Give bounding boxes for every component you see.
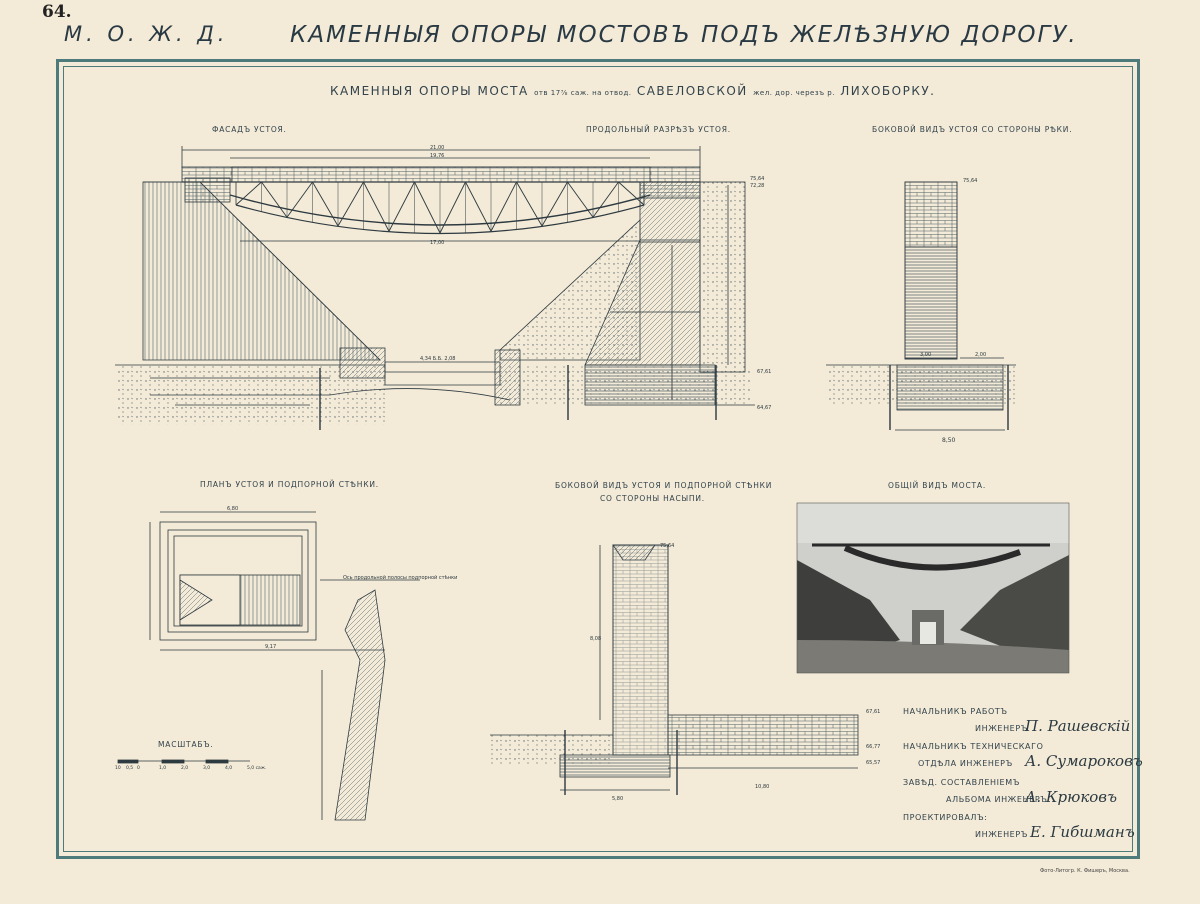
scale-tick-labels: 10 0,5 0 1,0 2,0 3,0 4,0 5,0 саж. xyxy=(115,765,266,771)
page-number: 64. xyxy=(42,2,72,22)
side-view-embankment xyxy=(490,544,859,795)
truss-diagonal xyxy=(541,181,568,227)
scale-tick-label: 4,0 xyxy=(225,765,232,771)
dim-span-arch: 17,00 xyxy=(430,240,444,246)
elev-d: 64,67 xyxy=(757,405,771,411)
scale-tick-label: 10 xyxy=(115,765,121,771)
truss-diagonal xyxy=(490,181,517,232)
truss-diagonal xyxy=(516,181,543,227)
truss-diagonal xyxy=(618,181,645,206)
scale-tick-label: 0 xyxy=(137,765,140,771)
emb-dim-length: 10,80 xyxy=(755,784,769,790)
truss-diagonal xyxy=(312,181,339,227)
emb-dim-height: 8,08 xyxy=(590,636,601,642)
subtitle-part-c: САВЕЛОВСКОЙ xyxy=(636,84,748,98)
facade-and-section-view xyxy=(115,146,755,430)
emb-elev-a: 67,61 xyxy=(866,709,880,715)
sig4-role1: ПРОЕКТИРОВАЛЪ: xyxy=(903,813,988,822)
caption-side-embankment-1: БОКОВОЙ ВИДЪ УСТОЯ И ПОДПОРНОЙ СТѢНКИ xyxy=(555,481,773,490)
subtitle-part-b: отв 17⅞ саж. на отвод. xyxy=(534,89,632,97)
side-dim-base: 8,50 xyxy=(942,437,956,444)
sheet-frame-inner xyxy=(63,66,1133,852)
truss-diagonal xyxy=(439,181,466,234)
caption-side-embankment-2: СО СТОРОНЫ НАСЫПИ. xyxy=(600,494,705,503)
printer-imprint: Фото-Литогр. К. Фишеръ, Москва. xyxy=(1040,868,1130,874)
railway-abbreviation: М. О. Ж. Д. xyxy=(64,22,229,46)
emb-elev-c: 65,57 xyxy=(866,760,880,766)
plan-dim-length: 9,17 xyxy=(265,644,276,650)
scale-bar xyxy=(117,759,250,764)
truss-diagonal xyxy=(235,181,262,206)
sig4-role2: ИНЖЕНЕРЪ xyxy=(975,830,1029,839)
sheet-frame xyxy=(56,59,1140,859)
sig3-name: А. Крюковъ xyxy=(1025,788,1118,806)
dim-span-inner: 19,76 xyxy=(430,153,444,159)
side-elev-top: 75,64 xyxy=(963,178,977,184)
dim-water-level: 4,34 Б.Б. 2,08 xyxy=(420,356,455,362)
caption-general-view: ОБЩІЙ ВИДЪ МОСТА. xyxy=(888,481,987,490)
emb-elev-b: 66,77 xyxy=(866,744,880,750)
emb-elev-top: 75,64 xyxy=(660,543,674,549)
truss-diagonal xyxy=(337,181,364,227)
elev-a: 67,61 xyxy=(757,369,771,375)
scale-tick-label: 5,0 саж. xyxy=(247,765,266,771)
sheet-title: КАМЕННЫЯ ОПОРЫ МОСТОВЪ ПОДЪ ЖЕЛѢЗНУЮ ДОР… xyxy=(290,22,1078,48)
caption-section: ПРОДОЛЬНЫЙ РАЗРѢЗЪ УСТОЯ. xyxy=(586,125,731,134)
elev-rail: 72,28 xyxy=(750,183,764,189)
scale-tick-label: 0,5 xyxy=(126,765,133,771)
sig4-name: Е. Гибшманъ xyxy=(1030,823,1135,841)
drawing-subtitle: КАМЕННЫЯ ОПОРЫ МОСТА отв 17⅞ саж. на отв… xyxy=(330,84,935,98)
emb-dim-base: 5,80 xyxy=(612,796,623,802)
bridge-photograph xyxy=(796,502,1070,674)
sig3-role1: ЗАВѢД. СОСТАВЛЕНІЕМЪ xyxy=(903,778,1020,787)
truss-diagonal xyxy=(465,181,492,232)
sig1-role2: ИНЖЕНЕРЪ xyxy=(975,724,1029,733)
plan-note: Ось продольной полосы подпорной стѣнки xyxy=(343,574,457,581)
sig1-name: П. Рашевскій xyxy=(1025,717,1131,735)
subtitle-part-a: КАМЕННЫЯ ОПОРЫ МОСТА xyxy=(330,84,529,98)
caption-facade: ФАСАДЪ УСТОЯ. xyxy=(212,125,287,134)
sig3-role2: АЛЬБОМА ИНЖЕНЕРЪ xyxy=(946,795,1048,804)
side-dim-w2: 2,00 xyxy=(975,352,986,358)
truss-diagonal xyxy=(261,181,288,218)
plan-view xyxy=(149,511,420,821)
truss-diagonal xyxy=(286,181,313,218)
scale-tick-label: 3,0 xyxy=(203,765,210,771)
caption-side-river: БОКОВОЙ ВИДЪ УСТОЯ СО СТОРОНЫ РѢКИ. xyxy=(872,125,1073,134)
side-dim-w1: 3,00 xyxy=(920,352,931,358)
dim-span-total: 21,00 xyxy=(430,145,444,151)
sig2-role1: НАЧАЛЬНИКЪ ТЕХНИЧЕСКАГО xyxy=(903,742,1044,751)
caption-plan: ПЛАНЪ УСТОЯ И ПОДПОРНОЙ СТѢНКИ. xyxy=(200,480,379,489)
truss-diagonal xyxy=(363,181,390,232)
sig2-name: А. Сумароковъ xyxy=(1025,752,1143,770)
truss-diagonal xyxy=(567,181,594,218)
side-view-river xyxy=(826,181,1016,431)
truss-diagonal xyxy=(388,181,415,232)
truss-diagonal xyxy=(414,181,441,234)
sig1-role1: НАЧАЛЬНИКЪ РАБОТЪ xyxy=(903,707,1008,716)
scale-tick-label: 1,0 xyxy=(159,765,166,771)
caption-scale: МАСШТАБЪ. xyxy=(158,740,214,749)
subtitle-part-e: ЛИХОБОРКУ. xyxy=(840,84,936,98)
elev-top: 75,64 xyxy=(750,176,764,182)
sig2-role2: ОТДѢЛА ИНЖЕНЕРЪ xyxy=(918,759,1013,768)
truss-diagonal xyxy=(592,181,619,218)
plan-dim-width: 6,80 xyxy=(227,506,238,512)
subtitle-part-d: жел. дор. черезъ р. xyxy=(753,89,835,97)
scale-tick-label: 2,0 xyxy=(181,765,188,771)
